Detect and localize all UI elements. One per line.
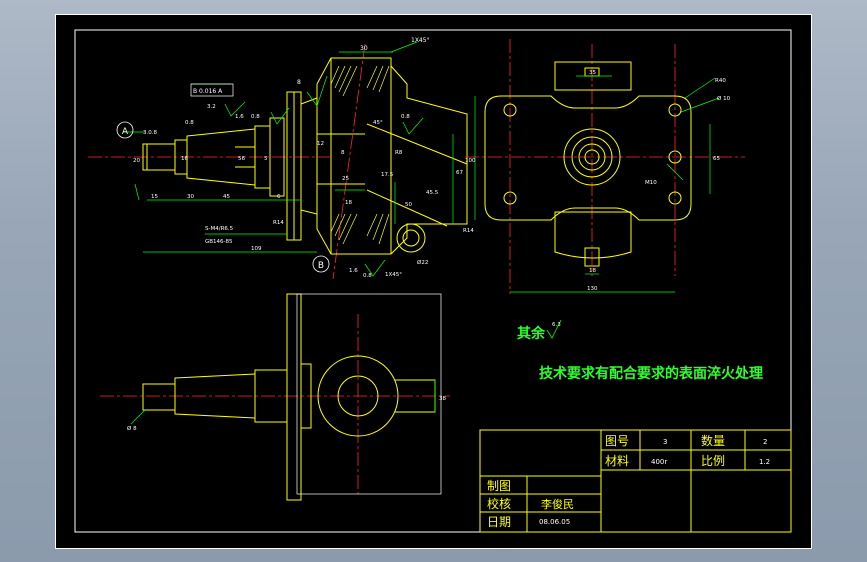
bottom-outline (142, 293, 436, 501)
checked-label: 校核 (487, 496, 511, 511)
dim-100: 100 (465, 158, 476, 164)
dim-16: 16 (181, 156, 188, 162)
dim-5: 5 (264, 156, 268, 162)
drawing-no-label: 图号 (605, 434, 629, 448)
technical-requirement: 技术要求有配合要求的表面淬火处理 (539, 365, 763, 382)
date: 08.06.05 (539, 518, 570, 526)
dim-chamfer-bot: 1X45° (385, 272, 402, 278)
dim-45-5: 45.5 (426, 190, 439, 196)
drawn-label: 制图 (487, 479, 511, 493)
quantity: 2 (763, 438, 767, 446)
dim-18: 18 (345, 200, 352, 206)
dim-r40: R40 (715, 78, 726, 84)
drawing-no: 3 (663, 438, 667, 446)
view-b-label: B (318, 261, 324, 271)
remainder-ra: 6.3 (552, 322, 561, 328)
material: 400r (651, 458, 667, 466)
dim-8: 8 (297, 79, 301, 86)
date-label: 日期 (487, 515, 511, 529)
shaft-outline (142, 91, 302, 241)
checker-name: 李俊民 (541, 497, 574, 511)
dim-45-angle: 45° (373, 120, 383, 126)
dim-25: 25 (342, 176, 349, 182)
tolerance-frame (190, 83, 234, 97)
dim-0-8a: 0.8 (185, 120, 194, 126)
dim-0-8b: 0.8 (251, 114, 260, 120)
view-b-marker (312, 255, 330, 273)
dim-phi22: Ø22 (417, 259, 428, 266)
flange-outline (484, 61, 692, 267)
inner-frame (74, 29, 792, 533)
dim-spec: GB146-85 (205, 239, 233, 245)
dim-8b: 8 (341, 150, 345, 156)
dim-r8: R8 (395, 150, 403, 156)
dim-tolerance: B 0.016 A (193, 88, 223, 95)
dim-50: 50 (405, 202, 412, 208)
dim-17-5: 17.5 (381, 172, 394, 178)
bottom-view-frame (296, 293, 442, 495)
outer-frame (55, 14, 812, 549)
dim-12: 12 (317, 141, 324, 147)
dim-65: 65 (713, 156, 720, 162)
scale-label: 比例 (701, 454, 725, 468)
bottom-view: Ø 8 38 (100, 293, 450, 501)
bore-centerline (332, 43, 366, 280)
dim-0-8d: 0.8 (363, 273, 372, 279)
section-hatching (330, 65, 390, 245)
dim-67: 67 (456, 170, 463, 176)
dim-20: 20 (133, 158, 140, 164)
dim-6: 6 (277, 194, 281, 200)
dim-45: 45 (223, 194, 230, 200)
side-view: 35 R40 Ø 10 100 65 M10 130 18 (465, 39, 745, 294)
dim-3-0-8: 3.0.8 (143, 130, 157, 136)
dim-m10: M10 (645, 180, 657, 186)
dim-phi8: Ø 8 (127, 425, 137, 432)
dim-r14b: R14 (463, 228, 474, 234)
side-dimension-lines (474, 75, 720, 293)
dim-38: 38 (439, 396, 446, 402)
dim-15: 15 (151, 194, 158, 200)
dim-0-8c: 0.8 (401, 114, 410, 120)
dim-r14: R14 (273, 220, 284, 226)
dim-56: 56 (238, 156, 245, 162)
scale: 1.2 (759, 458, 770, 466)
housing-outline (300, 57, 468, 255)
material-label: 材料 (605, 454, 629, 468)
dim-1-6b: 1.6 (349, 268, 358, 274)
dim-30-top: 30 (360, 45, 368, 52)
cad-drawing: A B 30 1X45° 8 B 0.016 A 3.2 0.8 1.6 0.8… (55, 14, 812, 549)
dim-109: 109 (251, 246, 262, 252)
dim-1-6: 1.6 (235, 114, 244, 120)
drawing-sheet: A B 30 1X45° 8 B 0.016 A 3.2 0.8 1.6 0.8… (55, 14, 812, 549)
view-a-marker (116, 121, 134, 139)
view-a-label: A (122, 127, 129, 137)
remainder-note: 其余 (517, 325, 546, 342)
main-view: A B 30 1X45° 8 B 0.016 A 3.2 0.8 1.6 0.8… (88, 37, 474, 280)
title-block: 图号 3 数量 2 材料 400r 比例 1.2 制图 校核 李俊民 日期 08… (479, 429, 792, 533)
dim-top-width: 35 (589, 70, 596, 76)
dim-chamfer-top: 1X45° (411, 37, 430, 44)
dim-18b: 18 (589, 268, 596, 274)
dim-thread: S-M4/R6.5 (205, 226, 234, 232)
dim-3-2: 3.2 (207, 104, 216, 110)
dim-30b: 30 (187, 194, 194, 200)
dim-phi10: Ø 10 (717, 95, 731, 102)
quantity-label: 数量 (701, 433, 725, 448)
bottom-dimension-lines (130, 380, 436, 425)
roughness-symbol (546, 319, 562, 339)
dimension-lines (123, 41, 454, 277)
dim-130: 130 (587, 286, 598, 292)
